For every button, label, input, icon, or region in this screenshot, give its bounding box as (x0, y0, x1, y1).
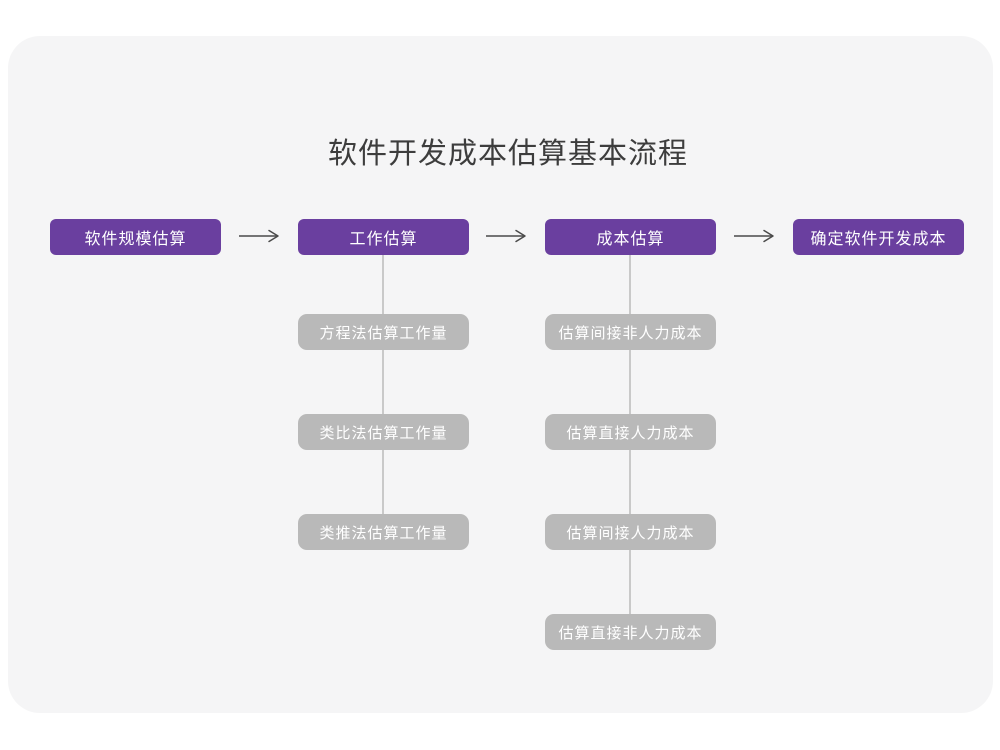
connector-line-work-estimation (382, 254, 384, 516)
substep-box-indirect-nonlabor-cost: 估算间接非人力成本 (545, 314, 716, 350)
substep-box-direct-labor-cost: 估算直接人力成本 (545, 414, 716, 450)
substep-box-direct-nonlabor-cost: 估算直接非人力成本 (545, 614, 716, 650)
substep-box-analogy-method: 类比法估算工作量 (298, 414, 469, 450)
stage-label: 工作估算 (349, 231, 418, 248)
substep-box-indirect-labor-cost: 估算间接人力成本 (545, 514, 716, 550)
stage-box-work-estimation: 工作估算 (298, 219, 469, 255)
right-arrow-icon (485, 229, 527, 248)
stage-box-cost-estimation: 成本估算 (545, 219, 716, 255)
right-arrow-icon (733, 229, 775, 248)
substep-label: 类推法估算工作量 (319, 524, 448, 542)
stage-label: 成本估算 (596, 231, 665, 248)
substep-label: 方程法估算工作量 (319, 324, 448, 342)
stage-label: 软件规模估算 (84, 231, 187, 248)
flowchart-canvas: 软件开发成本估算基本流程 软件规模估算 工作估算 成本估算 (8, 36, 993, 713)
right-arrow-icon (238, 229, 280, 248)
substep-box-equation-method: 方程法估算工作量 (298, 314, 469, 350)
substep-label: 估算直接非人力成本 (558, 624, 703, 642)
stage-box-determine-development-cost: 确定软件开发成本 (793, 219, 964, 255)
substep-label: 估算间接非人力成本 (558, 324, 703, 342)
substep-box-extrapolation-method: 类推法估算工作量 (298, 514, 469, 550)
diagram-title: 软件开发成本估算基本流程 (327, 138, 688, 170)
substep-label: 估算间接人力成本 (566, 524, 695, 542)
stage-box-software-scale-estimation: 软件规模估算 (50, 219, 221, 255)
stage-label: 确定软件开发成本 (810, 231, 947, 248)
substep-label: 估算直接人力成本 (566, 424, 695, 442)
substep-label: 类比法估算工作量 (319, 424, 448, 442)
